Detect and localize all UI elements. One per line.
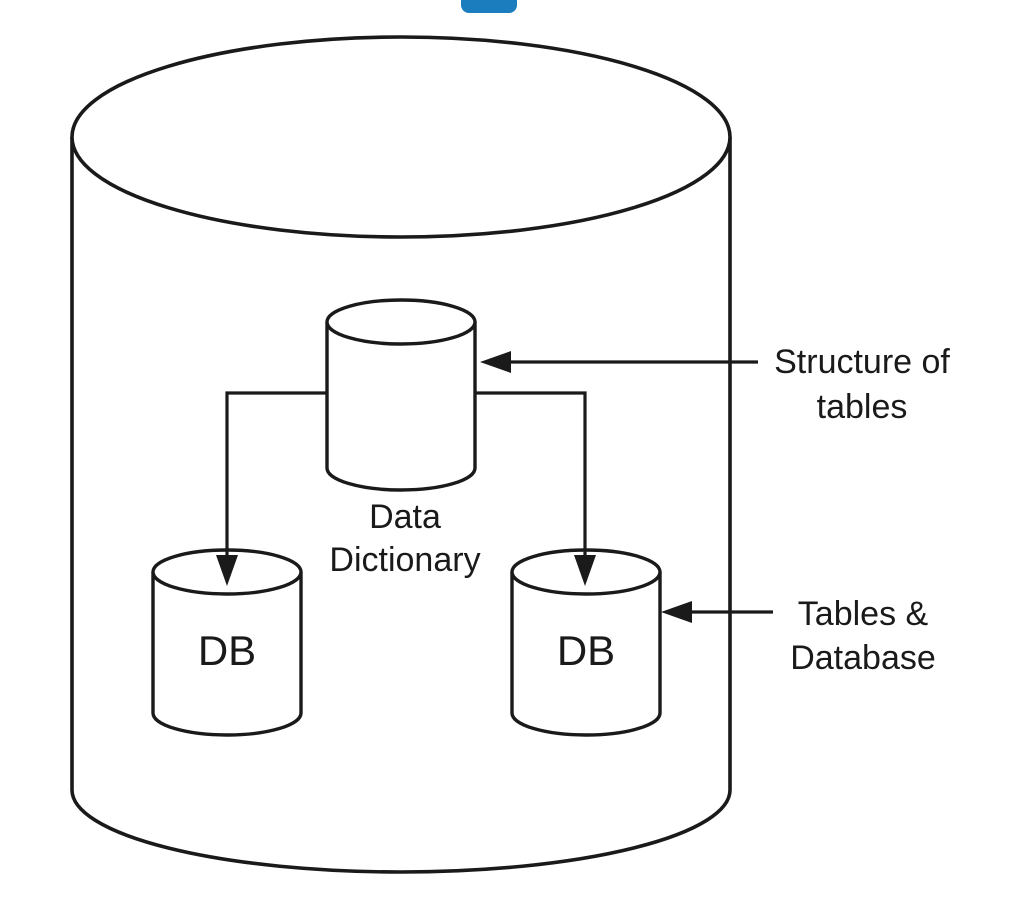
arrow-dd-to-db-left [216, 391, 327, 586]
arrow-down-icon [216, 555, 238, 586]
arrow-dd-to-db-right [475, 391, 596, 586]
data-dictionary-label: Data Dictionary [329, 498, 481, 579]
tables-and-database-label: Tables & Database [790, 595, 936, 677]
arrow-left-icon [661, 601, 692, 623]
arrow-structure-of-tables [480, 351, 758, 373]
db-left-label: DB [197, 627, 257, 674]
data-dictionary-cylinder-body [325, 322, 477, 492]
arrow-down-icon [574, 555, 596, 586]
db-right-label: DB [556, 627, 616, 674]
data-dictionary-cylinder-top [325, 298, 477, 346]
blue-tab-fragment [461, 0, 517, 13]
arrow-dd-to-db-right-line [475, 391, 587, 558]
arrow-left-icon [480, 351, 511, 373]
db-left-cylinder-body [151, 572, 303, 737]
outer-cylinder-top [70, 35, 732, 239]
db-right-cylinder-body [510, 572, 662, 737]
db-right-cylinder [510, 548, 662, 737]
arrow-dd-to-db-left-line [225, 391, 327, 558]
structure-of-tables-label: Structure of tables [774, 343, 950, 426]
arrow-tables-database [661, 601, 773, 623]
data-dictionary-cylinder [325, 298, 477, 492]
